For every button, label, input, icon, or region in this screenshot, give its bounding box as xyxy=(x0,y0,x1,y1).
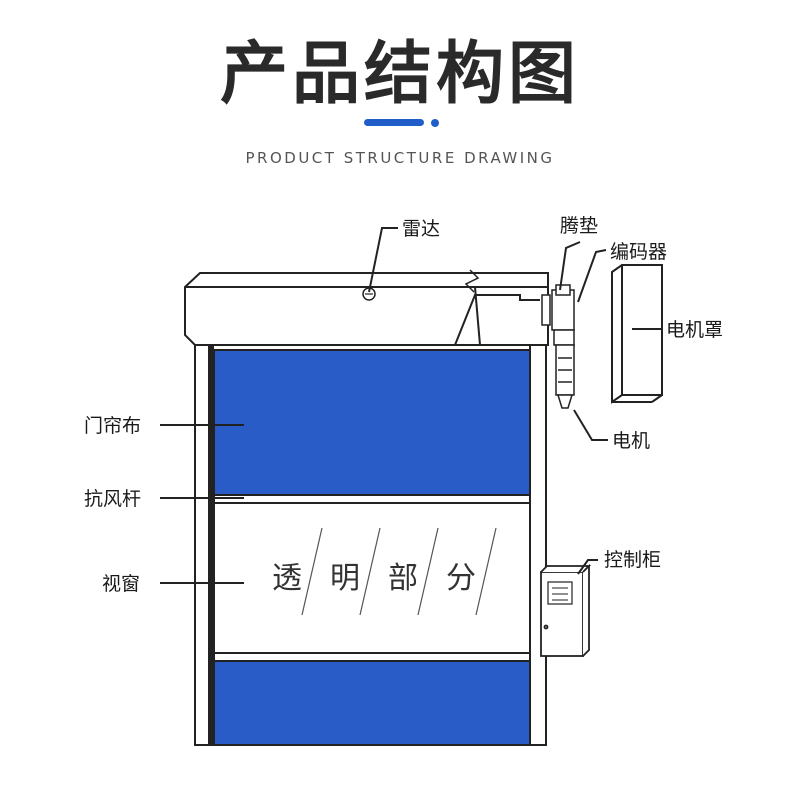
label-pad: 腾垫 xyxy=(560,215,598,237)
window-char-4: 分 xyxy=(446,561,478,596)
label-curtain: 门帘布 xyxy=(84,415,141,437)
page-title: 产品结构图 xyxy=(219,35,580,114)
window-char-3: 部 xyxy=(388,561,420,596)
curtain-bottom-panel xyxy=(213,660,531,746)
motor-assembly xyxy=(541,284,575,409)
label-motor-cover: 电机罩 xyxy=(666,319,723,341)
curtain-top-panel xyxy=(213,349,531,496)
accent-bar xyxy=(364,119,424,126)
control-box xyxy=(540,563,592,657)
window-panel xyxy=(213,502,531,654)
label-encoder: 编码器 xyxy=(610,241,667,263)
motor-cover xyxy=(611,264,663,404)
accent-dot xyxy=(431,119,439,127)
top-housing xyxy=(184,269,549,346)
right-post xyxy=(529,344,547,746)
label-motor: 电机 xyxy=(612,430,650,452)
window-char-2: 明 xyxy=(330,561,362,596)
wind-bar-upper xyxy=(213,494,531,504)
label-wind-bar: 抗风杆 xyxy=(84,488,141,510)
window-char-1: 透 xyxy=(272,561,304,596)
wind-bar-lower xyxy=(213,652,531,662)
window-slashes xyxy=(301,527,497,616)
label-radar: 雷达 xyxy=(402,218,440,240)
window-text: 透 明 部 分 xyxy=(272,527,497,616)
page-subtitle: PRODUCT STRUCTURE DRAWING xyxy=(245,149,555,167)
label-control-box: 控制柜 xyxy=(604,549,661,571)
leader-lines xyxy=(160,227,662,584)
radar-sensor xyxy=(362,287,376,301)
label-window: 视窗 xyxy=(102,573,140,595)
